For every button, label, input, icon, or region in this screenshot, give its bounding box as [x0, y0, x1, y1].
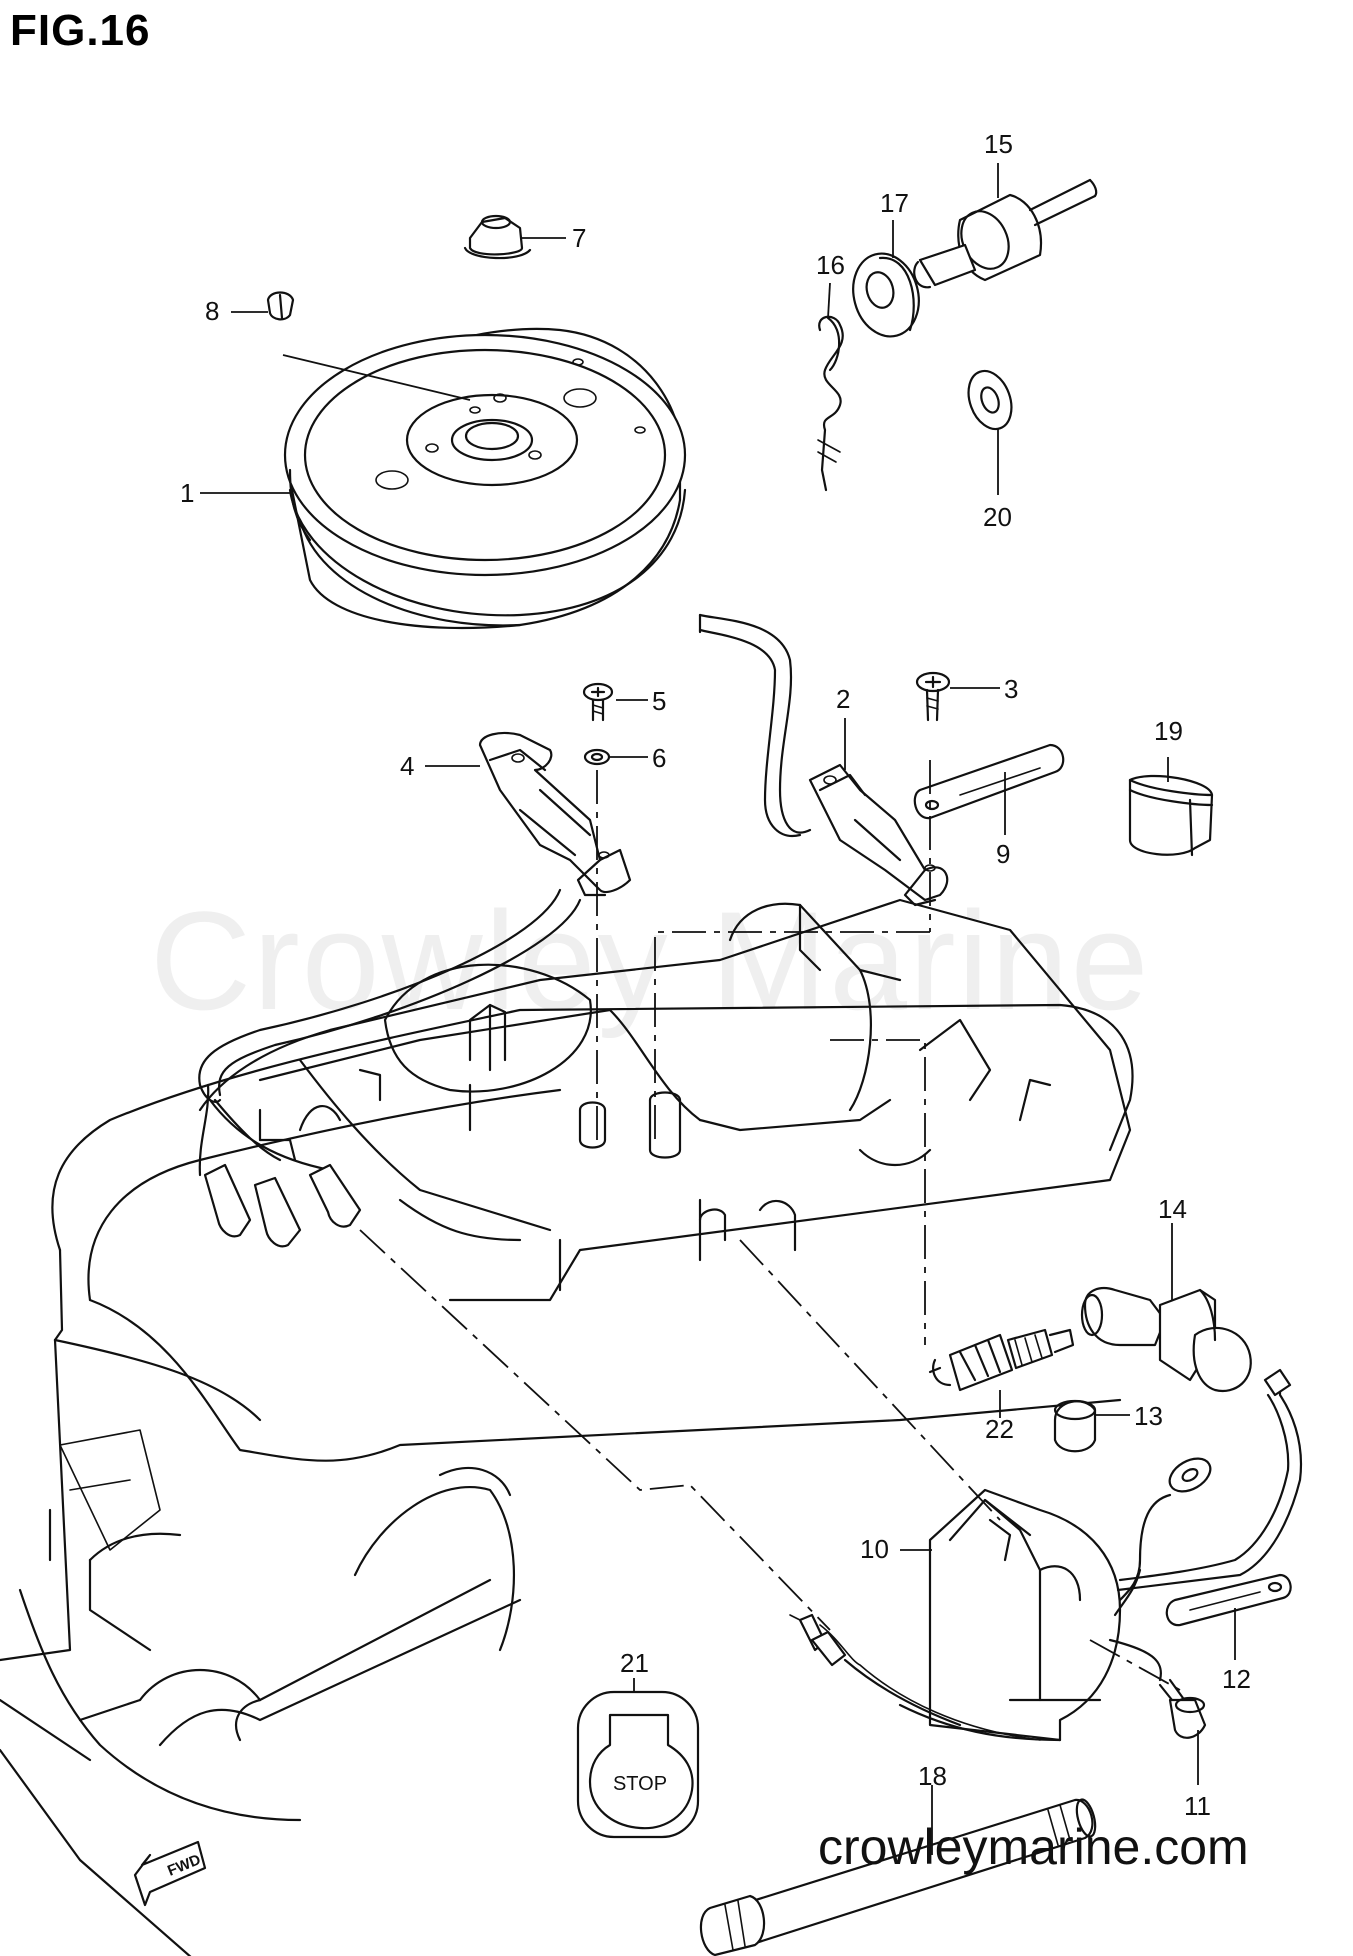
part-10-cdi-unit [900, 1370, 1301, 1740]
callout-15: 15 [984, 129, 1013, 159]
stop-label: STOP [613, 1773, 667, 1795]
callout-21: 21 [620, 1648, 649, 1678]
callout-2: 2 [836, 684, 850, 714]
callout-6: 6 [652, 743, 666, 773]
callout-22: 22 [985, 1414, 1014, 1444]
part-15-sensor [914, 180, 1096, 287]
callout-17: 17 [880, 188, 909, 218]
callout-1: 1 [180, 478, 194, 508]
callout-4: 4 [400, 751, 414, 781]
part-18-tube [701, 1798, 1099, 1955]
leader-lines [200, 163, 1235, 1855]
part-3-screw [917, 673, 949, 720]
callout-18: 18 [918, 1761, 947, 1791]
callout-numbers: 1 2 3 4 5 6 7 8 9 10 11 12 13 14 15 16 1… [180, 129, 1251, 1821]
part-12-ground-strap [1167, 1575, 1291, 1625]
callout-9: 9 [996, 839, 1010, 869]
site-url: crowleymarine.com [818, 1819, 1249, 1875]
powerhead-block [200, 900, 1130, 1300]
part-6-washer [585, 750, 609, 764]
part-22-spark-plug [930, 1330, 1073, 1390]
callout-11: 11 [1184, 1791, 1211, 1821]
part-8-key [268, 293, 293, 320]
part-4-ignition-coil [199, 733, 630, 1246]
part-7-nut [465, 216, 530, 258]
callout-20: 20 [983, 502, 1012, 532]
watermark: Crowley Marine [150, 882, 1151, 1039]
part-9-ground-strap [915, 745, 1063, 818]
alignment-lines [360, 760, 1180, 1740]
callout-3: 3 [1004, 674, 1018, 704]
part-14-plug-cap [1082, 1288, 1251, 1391]
part-21-stop-switch: STOP [578, 1692, 698, 1837]
part-19-cap [1130, 776, 1212, 855]
fwd-arrow-icon: FWD [135, 1842, 205, 1905]
callout-8: 8 [205, 296, 219, 326]
callout-19: 19 [1154, 716, 1183, 746]
callout-14: 14 [1158, 1194, 1187, 1224]
part-11-screw [1160, 1680, 1205, 1738]
callout-5: 5 [652, 686, 666, 716]
callout-13: 13 [1134, 1401, 1163, 1431]
part-13-cap [1055, 1401, 1095, 1451]
part-17-seal-ring [844, 246, 928, 344]
part-5-screw [584, 684, 612, 720]
part-16-spring-clip [818, 317, 843, 490]
callout-12: 12 [1222, 1664, 1251, 1694]
part-1-flywheel [285, 329, 685, 628]
callout-10: 10 [860, 1534, 889, 1564]
callout-16: 16 [816, 250, 845, 280]
callout-7: 7 [572, 223, 586, 253]
figure-title: FIG.16 [10, 6, 151, 55]
part-2-ignition-coil [700, 615, 947, 905]
engine-housing [0, 1005, 1132, 1956]
wire-connector [800, 1615, 960, 1725]
part-20-washer [961, 365, 1019, 435]
